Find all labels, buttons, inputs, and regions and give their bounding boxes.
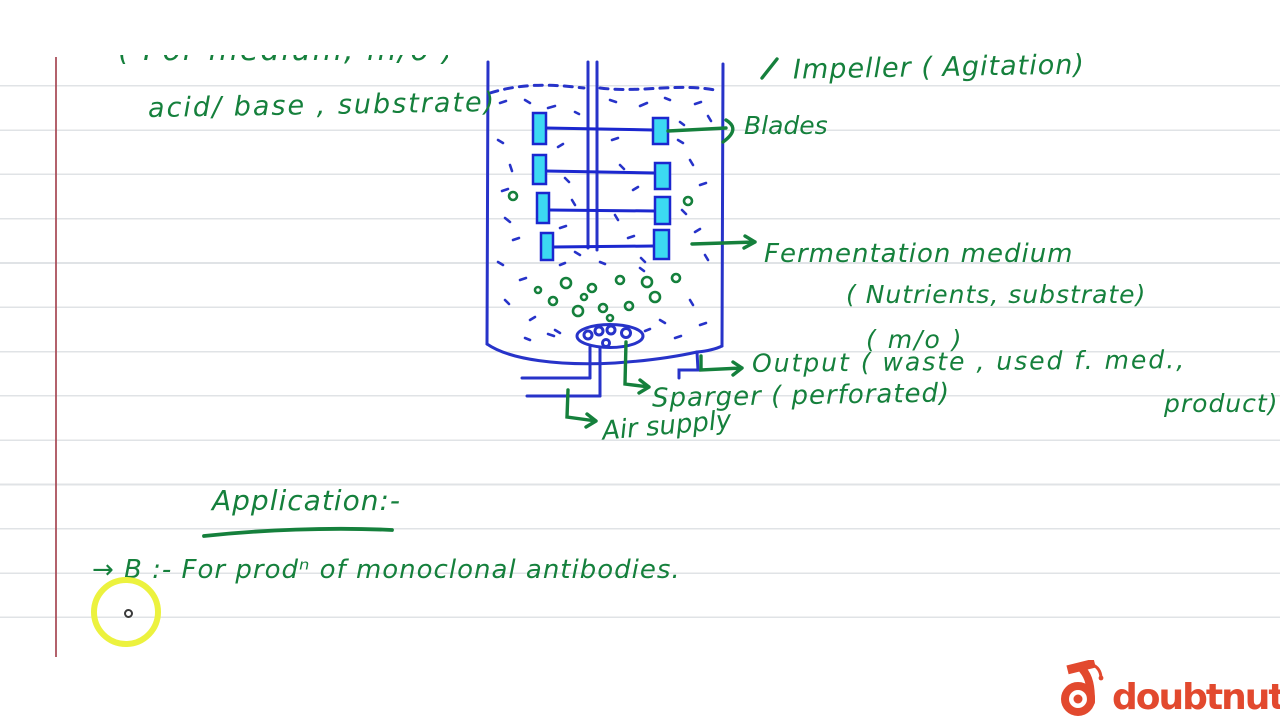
cursor-dot: [124, 609, 133, 618]
top-note-line1: ( For medium, m/o ): [118, 55, 448, 69]
impeller-slash: [760, 57, 779, 80]
application-heading: Application:-: [212, 484, 401, 517]
sparger: [575, 323, 645, 349]
cursor-highlight-ring: [91, 577, 161, 647]
fermentation-medium-sub2: ( m/o ): [866, 325, 964, 354]
fermentation-medium-label: Fermentation medium: [764, 239, 1074, 269]
agitator-shaft: [586, 60, 599, 252]
air-inlet-pipe: [520, 345, 602, 398]
cropped-top-note: ( For medium, m/o ): [118, 55, 448, 76]
liquid-surface: [488, 83, 717, 95]
doubtnut-logo-text: doubtnut: [1112, 677, 1280, 718]
application-item: → B :- For prodⁿ of monoclonal antibodie…: [92, 555, 681, 585]
doubtnut-logo-icon: [1061, 660, 1104, 716]
margin-line: [55, 57, 57, 657]
application-underline: [202, 526, 394, 538]
output-label-cont: product): [1164, 389, 1279, 418]
doubtnut-watermark: doubtnut: [1056, 660, 1280, 718]
impeller-blades: [531, 111, 672, 262]
blades-arrowhead: [721, 118, 735, 144]
blades-label: Blades: [744, 111, 828, 140]
output-label: Output ( waste , used f. med.,: [751, 345, 1187, 378]
top-note-line2: acid/ base , substrate): [147, 86, 497, 125]
air-bubbles: [507, 190, 694, 323]
vessel-wall: [485, 60, 725, 380]
impeller-label: Impeller ( Agitation): [792, 49, 1086, 86]
fermentation-medium-sub1: ( Nutrients, substrate): [846, 280, 1147, 309]
annotation-arrows: [202, 57, 779, 538]
medium-dots: [496, 96, 713, 342]
